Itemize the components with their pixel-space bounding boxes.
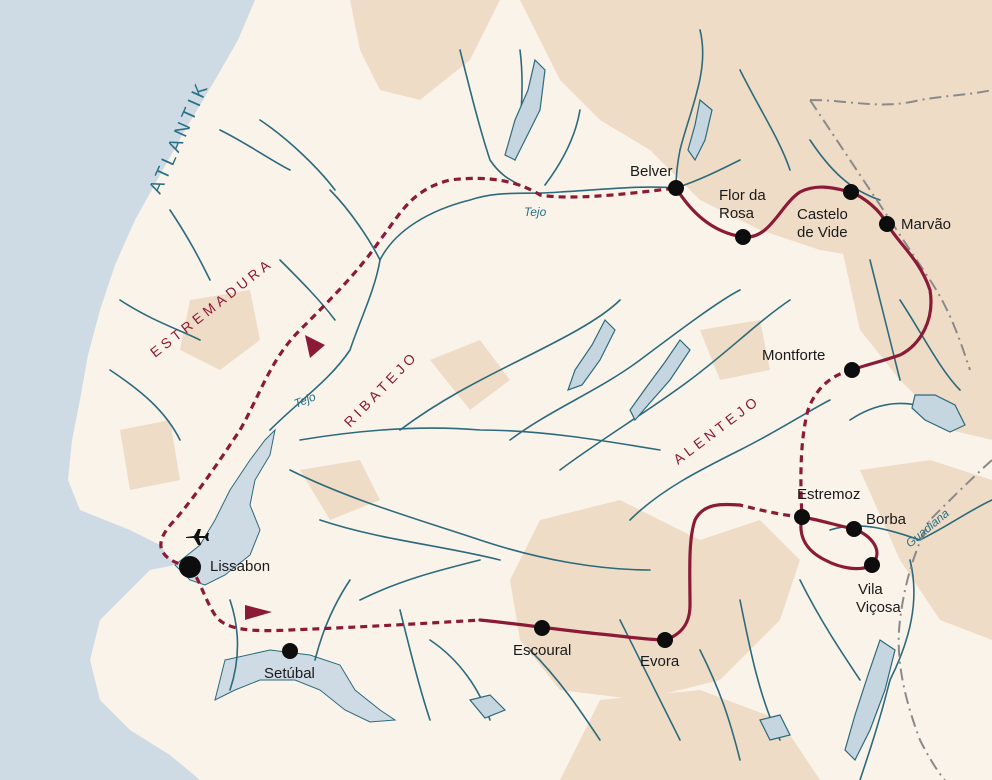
city-label-setubal: Setúbal xyxy=(264,665,315,682)
city-label-castelo-de-vide: Castelo xyxy=(797,206,848,223)
atlantic-ocean xyxy=(0,0,255,780)
city-label-montforte: Montforte xyxy=(762,347,825,364)
estremoz-marker xyxy=(794,509,810,525)
borba-marker xyxy=(846,521,862,537)
city-label-flor-da-rosa: Rosa xyxy=(719,205,755,222)
sado-estuary xyxy=(214,649,397,723)
direction-arrow-icon xyxy=(245,605,272,620)
city-label-marvao: Marvão xyxy=(901,216,951,233)
city-label-flor-da-rosa: Flor da xyxy=(719,187,766,204)
city-label-evora: Evora xyxy=(640,653,680,670)
setubal-marker xyxy=(282,643,298,659)
belver-marker xyxy=(668,180,684,196)
city-label-escoural: Escoural xyxy=(513,642,571,659)
city-label-estremoz: Estremoz xyxy=(797,486,860,503)
city-label-belver: Belver xyxy=(630,163,673,180)
montforte-marker xyxy=(844,362,860,378)
airplane-icon xyxy=(186,529,209,545)
reservoirs xyxy=(468,58,966,762)
river-label-tejo: Tejo xyxy=(524,205,547,219)
tejo-estuary xyxy=(174,428,276,586)
relief-shading xyxy=(120,0,992,780)
city-label-vila-vicosa: Vila xyxy=(858,581,883,598)
city-label-castelo-de-vide: de Vide xyxy=(797,224,848,241)
marvao-marker xyxy=(879,216,895,232)
evora-marker xyxy=(657,632,673,648)
vila-vicosa-marker xyxy=(864,557,880,573)
escoural-marker xyxy=(534,620,550,636)
lissabon-marker xyxy=(179,556,201,578)
flor-da-rosa-marker xyxy=(735,229,751,245)
city-label-lissabon: Lissabon xyxy=(210,558,270,575)
city-label-borba: Borba xyxy=(866,511,907,528)
national-border xyxy=(809,89,992,780)
castelo-de-vide-marker xyxy=(843,184,859,200)
city-label-vila-vicosa: Viçosa xyxy=(856,599,901,616)
city-markers xyxy=(179,180,895,659)
direction-arrow-icon xyxy=(305,335,325,358)
